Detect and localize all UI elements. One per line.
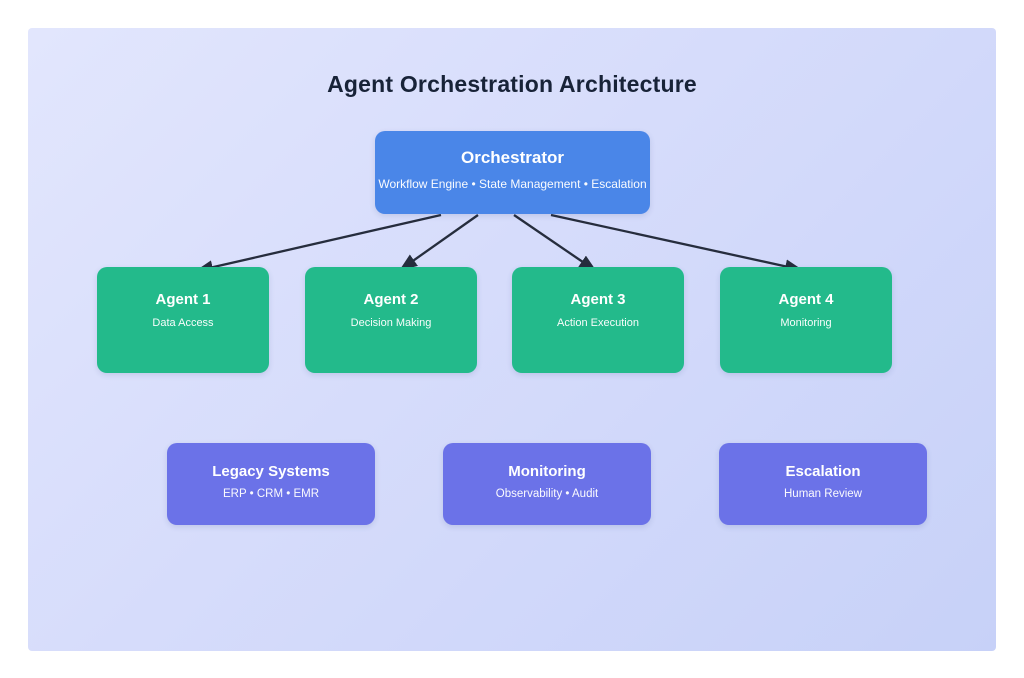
escalation-node-title: Escalation (785, 463, 861, 480)
orchestrator-node-title: Orchestrator (461, 148, 564, 167)
agent-2-node-subtitle: Decision Making (350, 317, 432, 329)
agent-3-node-title: Agent 3 (570, 291, 626, 308)
agent-3-node-subtitle: Action Execution (557, 317, 639, 329)
agent-4-node: Agent 4 Monitoring (720, 267, 892, 373)
agent-1-node: Agent 1 Data Access (97, 267, 269, 373)
agent-1-node-title: Agent 1 (155, 291, 211, 308)
orchestrator-node: Orchestrator Workflow Engine • State Man… (375, 131, 650, 214)
orchestrator-node-subtitle: Workflow Engine • State Management • Esc… (378, 177, 647, 191)
escalation-node: Escalation Human Review (719, 443, 927, 525)
monitoring-node-title: Monitoring (508, 463, 586, 480)
monitoring-node: Monitoring Observability • Audit (443, 443, 651, 525)
agent-3-node: Agent 3 Action Execution (512, 267, 684, 373)
legacy-systems-node-title: Legacy Systems (212, 463, 330, 480)
diagram-title: Agent Orchestration Architecture (327, 71, 697, 97)
agent-2-node: Agent 2 Decision Making (305, 267, 477, 373)
agent-2-node-title: Agent 2 (363, 291, 419, 308)
agent-1-node-subtitle: Data Access (152, 317, 214, 329)
legacy-systems-node-subtitle: ERP • CRM • EMR (222, 488, 319, 500)
agent-4-node-title: Agent 4 (778, 291, 834, 308)
monitoring-node-subtitle: Observability • Audit (495, 488, 599, 500)
agent-4-node-subtitle: Monitoring (780, 317, 832, 329)
legacy-systems-node: Legacy Systems ERP • CRM • EMR (167, 443, 375, 525)
escalation-node-subtitle: Human Review (784, 488, 862, 500)
